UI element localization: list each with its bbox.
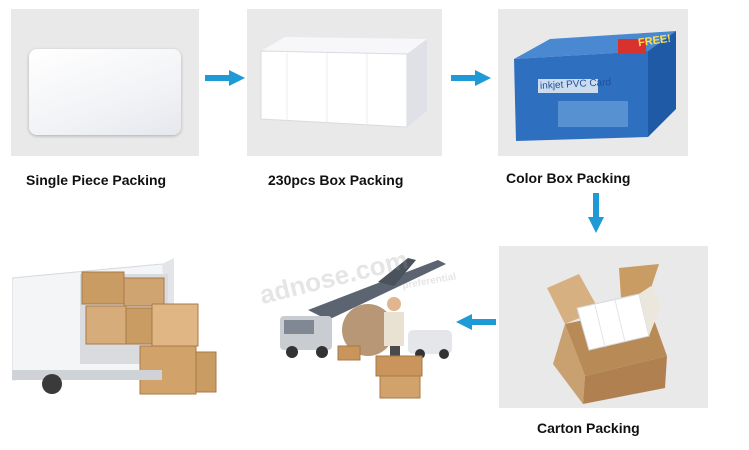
step-label-carton: Carton Packing — [537, 420, 640, 436]
carton-illustration — [547, 264, 667, 404]
arrow-down-icon — [588, 193, 604, 233]
step-label-color-box: Color Box Packing — [506, 170, 631, 186]
step-label-single-piece: Single Piece Packing — [26, 172, 167, 188]
delivery-truck-image — [12, 258, 222, 403]
single-piece-image — [11, 9, 199, 156]
color-box-image: FREE! inkjet PVC Card — [498, 9, 688, 156]
white-box-illustration — [260, 37, 427, 128]
shipping-illustration — [268, 250, 458, 410]
arrow-left-icon — [456, 314, 496, 330]
pvc-card — [29, 49, 181, 135]
arrow-right-icon — [451, 70, 491, 86]
color-box-illustration — [514, 31, 676, 141]
arrow-right-icon — [205, 70, 245, 86]
box-230pcs-image — [247, 9, 442, 156]
carton-image — [499, 246, 708, 408]
step-label-230pcs-box: 230pcs Box Packing — [268, 172, 404, 188]
